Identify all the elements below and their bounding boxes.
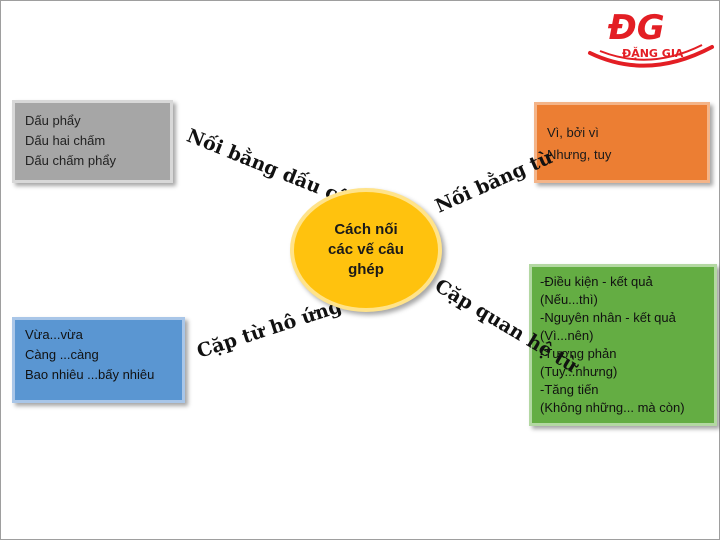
central-topic-line: ghép <box>348 261 384 278</box>
punctuation-box: Dấu phẩy Dấu hai chấm Dấu chấm phẩy <box>12 100 173 183</box>
list-item: (Không những... mà còn) <box>540 400 685 415</box>
list-item: -Tương phản <box>540 346 617 361</box>
list-item: Nhưng, tuy <box>547 147 612 162</box>
central-topic-line: Cách nối <box>334 221 398 238</box>
list-item: (Vì...nên) <box>540 328 594 343</box>
logo-name: ĐẶNG GIA <box>622 46 684 60</box>
list-item: (Tuy...nhưng) <box>540 364 618 379</box>
relational-word-pairs-box: -Điều kiện - kết quả (Nếu...thì) -Nguyên… <box>529 264 717 426</box>
branch-label-correlative-pairs: Cặp từ hô ứng <box>194 295 345 363</box>
central-topic-line: các vế câu <box>328 241 404 258</box>
list-item: Dấu hai chấm <box>25 133 106 148</box>
list-item: Dấu chấm phẩy <box>25 153 117 168</box>
list-item: Vừa...vừa <box>25 327 83 342</box>
list-item: -Tăng tiến <box>540 382 599 397</box>
list-item: Càng ...càng <box>25 347 99 362</box>
list-item: -Điều kiện - kết quả <box>540 274 653 289</box>
list-item: Vì, bởi vì <box>547 125 599 140</box>
central-topic: Cách nối các vế câu ghép <box>290 188 442 312</box>
list-item: Bao nhiêu ...bấy nhiêu <box>25 367 155 382</box>
connective-words-box: Vì, bởi vì Nhưng, tuy <box>534 102 710 183</box>
logo-mark: ĐG <box>607 8 665 48</box>
dang-gia-logo: ĐG ĐẶNG GIA <box>588 8 714 68</box>
list-item: Dấu phẩy <box>25 113 81 128</box>
correlative-pairs-box: Vừa...vừa Càng ...càng Bao nhiêu ...bấy … <box>12 317 185 403</box>
list-item: (Nếu...thì) <box>540 292 598 307</box>
list-item: -Nguyên nhân - kết quả <box>540 310 676 325</box>
